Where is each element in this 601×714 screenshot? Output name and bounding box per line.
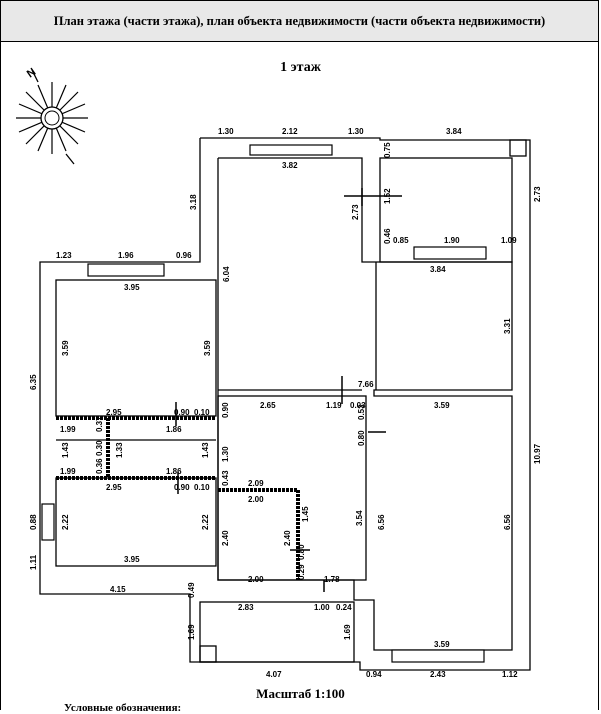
dimension-label: 1.90 [444,236,460,245]
dimension-label: 1.45 [301,506,310,522]
dimension-label: 2.00 [248,495,264,504]
dimension-label: 3.95 [124,283,140,292]
interior-walls [55,139,527,663]
dimension-label: 0.90 [221,402,230,418]
dimension-label: 3.84 [430,265,446,274]
dimension-label: 4.15 [110,585,126,594]
dimension-label: 1.96 [118,251,134,260]
dimension-label: 2.73 [533,186,542,202]
dimension-label: 2.00 [248,575,264,584]
dimension-label: 1.30 [348,127,364,136]
dimension-label: 2.65 [260,401,276,410]
dimension-label: 1.12 [502,670,518,679]
dimension-label: 0.96 [176,251,192,260]
dimension-label: 0.30 [95,440,104,456]
dimension-label: 0.80 [357,430,366,446]
dimension-label: 2.40 [283,530,292,546]
dimension-label: 0.80 [297,544,306,560]
dimension-label: 1.30 [218,127,234,136]
dimension-label: 0.90 [174,483,190,492]
dimension-label: 6.35 [29,374,38,390]
dimension-label: 0.75 [383,142,392,158]
dimension-label: 1.23 [56,251,72,260]
dimension-label: 1.09 [501,236,517,245]
dimension-label: 2.40 [221,530,230,546]
dimension-label: 0.46 [383,228,392,244]
dimension-label: 1.00 [314,603,330,612]
scale-label: Масштаб 1:100 [256,686,345,701]
windows [41,144,487,663]
dimension-label: 2.09 [248,479,264,488]
page-title: План этажа (части этажа), план объекта н… [53,14,546,28]
dimension-label: 7.66 [358,380,374,389]
dimension-label: 1.33 [115,442,124,458]
legend-label: Условные обозначения: [64,702,182,714]
compass-rose-icon [16,69,88,165]
dimension-label: 2.22 [201,514,210,530]
dimension-label: 6.56 [503,514,512,530]
dimension-label: 3.31 [503,318,512,334]
dimension-label: 1.99 [60,425,76,434]
dimension-label: 0.90 [174,408,190,417]
dimension-label: 2.95 [106,483,122,492]
header-bar: План этажа (части этажа), план объекта н… [0,0,599,42]
dimension-label: 0.37 [95,416,104,432]
dimension-label: 0.94 [366,670,382,679]
dimension-label: 0.03 [350,401,366,410]
dimension-label: 1.86 [166,425,182,434]
dimension-label: 3.95 [124,555,140,564]
drawing-frame [0,42,599,710]
dimension-label: 2.95 [106,408,122,417]
dimension-label: 1.11 [29,554,38,570]
dimension-label: 3.59 [434,640,450,649]
dimension-label: 6.56 [377,514,386,530]
dimension-label: 1.43 [201,442,210,458]
dimension-label: 0.85 [393,236,409,245]
dimension-label: 0.10 [194,408,210,417]
dimension-label: 3.18 [189,194,198,210]
dimension-label: 0.88 [29,514,38,530]
dimension-label: 6.04 [222,266,231,282]
dimension-label: 1.69 [343,624,352,640]
dimension-label: 0.43 [221,470,230,486]
dimension-label: 1.43 [61,442,70,458]
dimension-label: 0.53 [357,404,366,420]
dimension-label: 0.29 [297,564,306,580]
dimension-label: 1.99 [60,467,76,476]
dimension-label: 2.43 [430,670,446,679]
dimension-label: 2.73 [351,204,360,220]
dimension-label: 2.22 [61,514,70,530]
dimension-label: 1.78 [324,575,340,584]
floor-label: 1 этаж [280,60,321,75]
dimension-label: 3.59 [61,340,70,356]
dimension-label: 2.12 [282,127,298,136]
dimension-label: 0.24 [336,603,352,612]
dimension-label: 3.54 [355,510,364,526]
dimension-label: 3.84 [446,127,462,136]
dimension-label: 1.30 [221,446,230,462]
dimension-label: 4.07 [266,670,282,679]
dimension-label: 0.10 [194,483,210,492]
dimension-label: 10.97 [533,443,542,464]
dimension-label: 1.52 [383,188,392,204]
dimension-label: 0.49 [187,582,196,598]
dimension-label: 1.19 [326,401,342,410]
dimension-label: 3.59 [203,340,212,356]
dimension-label: 0.36 [95,458,104,474]
dimension-label: 3.59 [434,401,450,410]
door-markers [175,188,402,592]
dimension-label: 1.69 [187,624,196,640]
dimension-label: 3.82 [282,161,298,170]
dimension-label: 2.83 [238,603,254,612]
dimension-labels: 1.30 2.12 1.30 3.84 3.82 3.18 2.73 0.75 … [29,127,542,679]
dimension-label: 1.86 [166,467,182,476]
